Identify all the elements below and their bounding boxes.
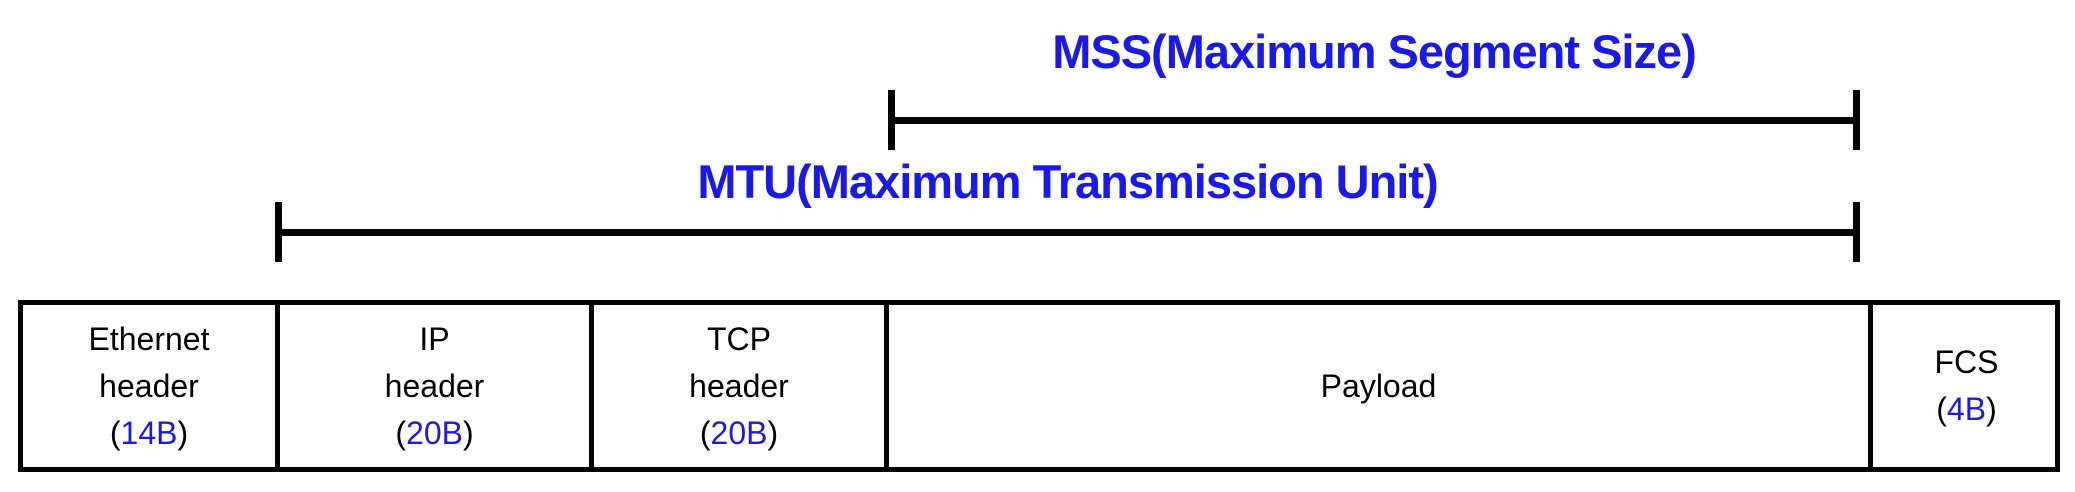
- segment-label-line: header: [689, 367, 789, 404]
- segment-label-line: IP: [419, 320, 450, 357]
- segment-label-line: header: [384, 367, 485, 404]
- segment-ip-header: IP header (20B): [275, 305, 589, 467]
- segment-size: (20B): [700, 410, 778, 457]
- segment-ethernet-header: Ethernet header (14B): [23, 305, 275, 467]
- paren-open: (: [699, 414, 711, 451]
- segment-label-line: Ethernet: [88, 320, 210, 357]
- paren-open: (: [109, 414, 121, 451]
- segment-size-value: 20B: [406, 414, 463, 451]
- segment-fcs: FCS (4B): [1868, 305, 2060, 467]
- mss-bracket-line: [888, 117, 1860, 124]
- segment-size-value: 20B: [710, 414, 768, 451]
- segment-label-line: FCS: [1934, 344, 1999, 380]
- segment-size-value: 14B: [120, 414, 178, 451]
- paren-open: (: [395, 414, 407, 451]
- segment-size: (20B): [395, 410, 473, 457]
- paren-close: ): [767, 414, 779, 451]
- paren-close: ): [177, 414, 189, 451]
- paren-close: ): [462, 414, 474, 451]
- frame-structure-table: Ethernet header (14B) IP header (20B) TC…: [18, 300, 2060, 472]
- mtu-bracket-right-tick: [1853, 202, 1860, 262]
- segment-size-value: 4B: [1946, 391, 1987, 427]
- segment-size: (14B): [110, 410, 188, 457]
- mtu-bracket-line: [275, 229, 1860, 236]
- mtu-span-label: MTU(Maximum Transmission Unit): [697, 155, 1438, 208]
- mss-span-label: MSS(Maximum Segment Size): [1052, 25, 1697, 78]
- segment-label-line: header: [99, 367, 199, 404]
- paren-close: ): [1986, 391, 1997, 427]
- mtu-bracket: [275, 202, 1860, 262]
- segment-tcp-header: TCP header (20B): [589, 305, 884, 467]
- segment-payload: Payload: [884, 305, 1868, 467]
- segment-label-line: TCP: [707, 320, 771, 357]
- mss-bracket: [888, 90, 1860, 150]
- segment-size: (4B): [1936, 386, 1996, 433]
- mss-bracket-right-tick: [1853, 90, 1860, 150]
- paren-open: (: [1936, 391, 1947, 427]
- segment-label-line: Payload: [1320, 367, 1437, 404]
